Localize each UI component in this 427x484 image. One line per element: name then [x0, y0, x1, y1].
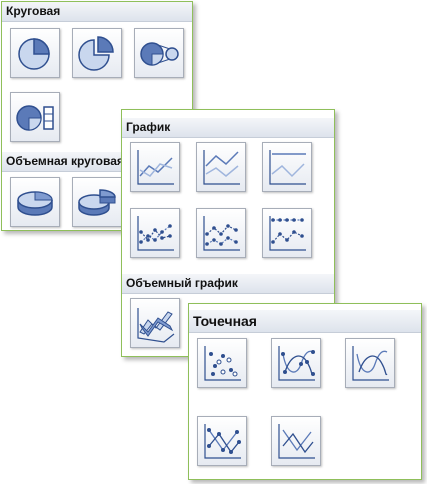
bar-of-pie-chart-icon: [16, 105, 54, 131]
pie-chart-icon: [18, 38, 50, 70]
line-chart-button[interactable]: [130, 142, 180, 192]
scatter-straight-markers-chart-icon: [204, 424, 241, 459]
scatter-straight-chart-icon: [278, 424, 315, 459]
3d-line-chart-icon: [137, 308, 175, 343]
3d-line-section-title: Объемный график: [122, 274, 334, 294]
3d-line-chart-button[interactable]: [130, 298, 180, 348]
line-markers-chart-button[interactable]: [130, 208, 180, 258]
3d-exploded-pie-chart-button[interactable]: [72, 177, 122, 227]
scatter-charts-panel: Точечная: [188, 303, 422, 480]
scatter-straight-chart-button[interactable]: [271, 416, 321, 466]
scatter-markers-chart-icon: [204, 346, 241, 381]
100-stacked-line-chart-icon: [269, 150, 306, 185]
line-section-title: График: [122, 118, 334, 138]
100-stacked-line-markers-chart-icon: [269, 216, 306, 251]
stacked-line-chart-icon: [203, 150, 240, 185]
pie-section-title: Круговая: [2, 2, 192, 22]
3d-exploded-pie-chart-icon: [78, 189, 116, 216]
scatter-section-title: Точечная: [189, 310, 421, 333]
pie-of-pie-chart-button[interactable]: [134, 28, 184, 78]
exploded-pie-chart-button[interactable]: [72, 28, 122, 78]
scatter-smooth-chart-button[interactable]: [345, 338, 395, 388]
pie-chart-button[interactable]: [10, 28, 60, 78]
100-stacked-line-chart-button[interactable]: [262, 142, 312, 192]
stacked-line-chart-button[interactable]: [196, 142, 246, 192]
exploded-pie-chart-icon: [78, 36, 114, 71]
bar-of-pie-chart-button[interactable]: [10, 92, 60, 142]
line-markers-chart-icon: [137, 216, 174, 251]
stacked-line-markers-chart-icon: [203, 216, 240, 251]
3d-pie-chart-button[interactable]: [10, 177, 60, 227]
scatter-markers-chart-button[interactable]: [197, 338, 247, 388]
pie-of-pie-chart-icon: [140, 42, 179, 66]
100-stacked-line-markers-chart-button[interactable]: [262, 208, 312, 258]
line-chart-icon: [137, 150, 174, 185]
scatter-smooth-markers-chart-button[interactable]: [271, 338, 321, 388]
3d-pie-chart-icon: [17, 191, 53, 216]
scatter-smooth-markers-chart-icon: [278, 346, 315, 381]
scatter-smooth-chart-icon: [352, 346, 389, 381]
stacked-line-markers-chart-button[interactable]: [196, 208, 246, 258]
scatter-straight-markers-chart-button[interactable]: [197, 416, 247, 466]
